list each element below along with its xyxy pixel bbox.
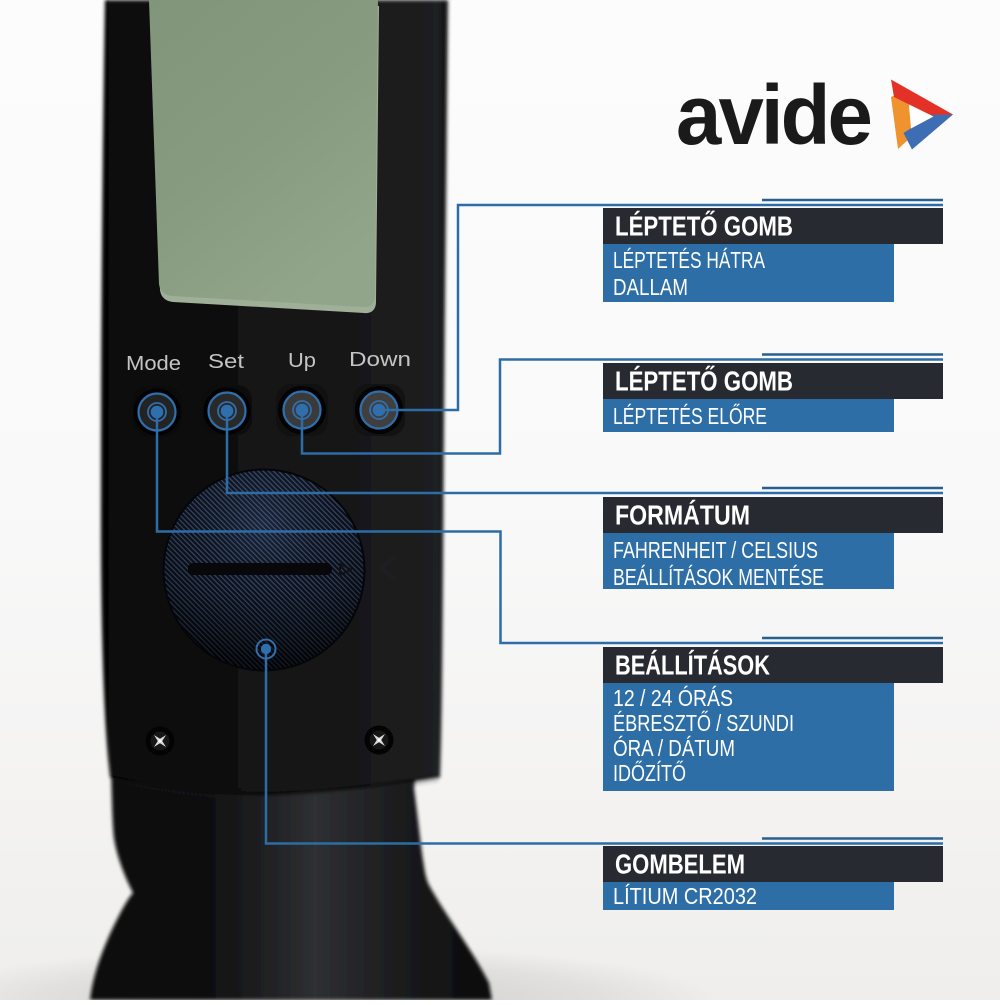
svg-text:LÉPTETÉS HÁTRA: LÉPTETÉS HÁTRA [613, 247, 765, 273]
svg-text:ÓRA / DÁTUM: ÓRA / DÁTUM [613, 735, 735, 761]
svg-text:12 / 24 ÓRÁS: 12 / 24 ÓRÁS [613, 685, 733, 711]
svg-text:LÉPTETÉS ELŐRE: LÉPTETÉS ELŐRE [613, 403, 767, 429]
svg-text:Set: Set [208, 351, 245, 373]
svg-text:BEÁLLÍTÁSOK: BEÁLLÍTÁSOK [615, 650, 770, 681]
svg-text:LÉPTETŐ GOMB: LÉPTETŐ GOMB [615, 211, 793, 242]
svg-text:Up: Up [288, 350, 316, 372]
svg-text:ÉBRESZTŐ / SZUNDI: ÉBRESZTŐ / SZUNDI [613, 710, 794, 736]
svg-text:LÉPTETŐ GOMB: LÉPTETŐ GOMB [615, 366, 793, 397]
svg-text:LÍTIUM CR2032: LÍTIUM CR2032 [613, 883, 757, 909]
svg-text:IDŐZÍTŐ: IDŐZÍTŐ [613, 760, 686, 786]
svg-text:FAHRENHEIT / CELSIUS: FAHRENHEIT / CELSIUS [613, 537, 818, 563]
svg-text:GOMBELEM: GOMBELEM [615, 849, 745, 880]
svg-text:DALLAM: DALLAM [613, 274, 688, 300]
svg-text:Down: Down [349, 349, 411, 371]
svg-text:BEÁLLÍTÁSOK MENTÉSE: BEÁLLÍTÁSOK MENTÉSE [613, 564, 824, 590]
svg-text:avide: avide [676, 68, 870, 162]
svg-text:Mode: Mode [126, 353, 181, 375]
svg-text:FORMÁTUM: FORMÁTUM [615, 500, 750, 531]
